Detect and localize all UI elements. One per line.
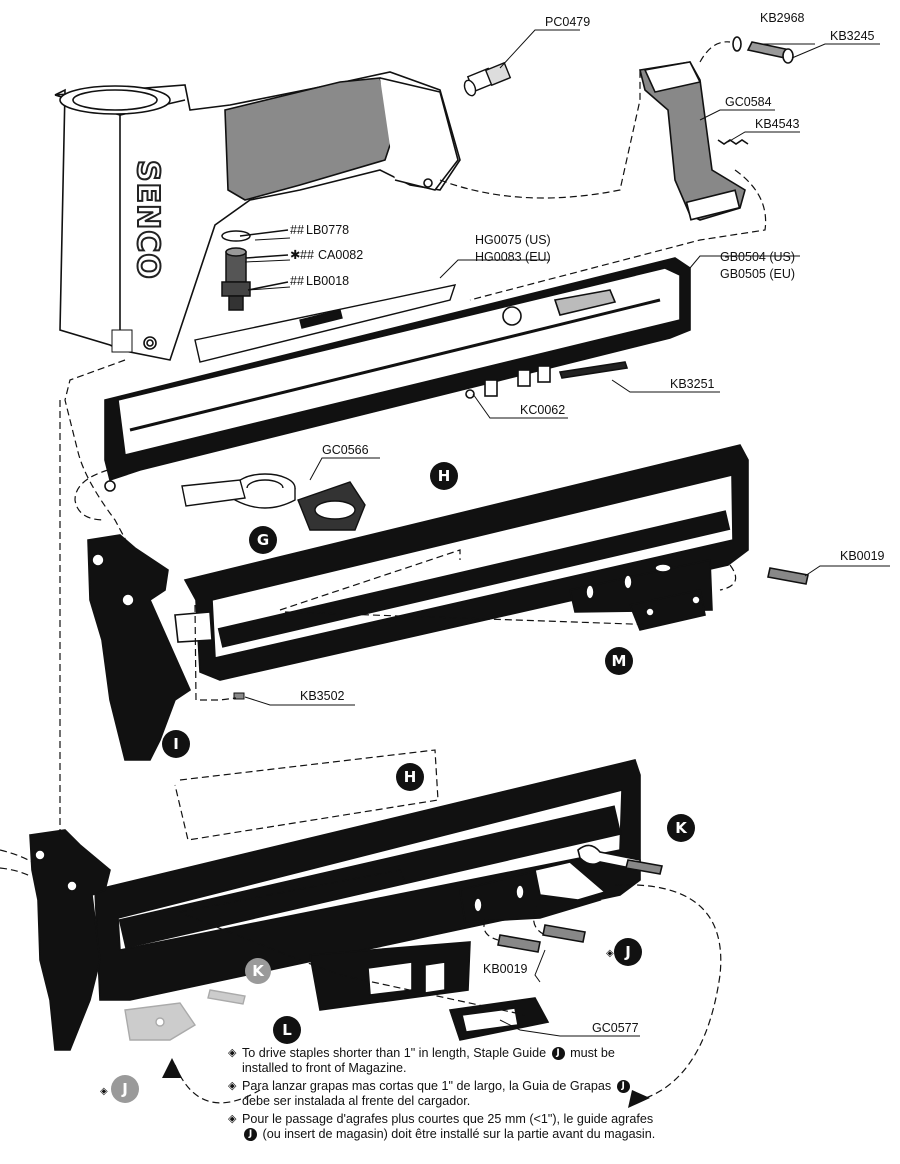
label-kb0019-bottom: KB0019	[483, 962, 528, 976]
note-text-after: debe ser instalada al frente del cargado…	[242, 1094, 471, 1108]
badge-l: L	[282, 1021, 292, 1039]
note-j-badge: J	[551, 1047, 565, 1061]
label-kb3251: KB3251	[670, 377, 715, 391]
nose-assembly-bottom	[29, 829, 111, 1051]
note-french: ◈ Pour le passage d'agrafes plus courtes…	[228, 1112, 658, 1142]
badge-k-alt: K	[252, 962, 265, 980]
magazine-top	[183, 444, 809, 681]
note-text-before: Para lanzar grapas mas cortas que 1" de …	[242, 1079, 612, 1093]
badge-k-circle	[667, 814, 695, 842]
grip	[224, 77, 396, 201]
badge-m: M	[612, 652, 627, 670]
note-spanish: ◈ Para lanzar grapas mas cortas que 1" d…	[228, 1079, 658, 1109]
label-gc0577: GC0577	[592, 1021, 639, 1035]
note-text-before: To drive staples shorter than 1" in leng…	[242, 1046, 547, 1060]
seal-parts	[221, 229, 289, 311]
label-lb0778: LB0778	[306, 223, 349, 237]
note-j-badge: J	[244, 1128, 257, 1142]
installation-notes: ◈ To drive staples shorter than 1" in le…	[228, 1046, 658, 1145]
gc0566-tape	[181, 473, 366, 531]
label-ca0082: CA0082	[318, 248, 363, 262]
note-j-badge: J	[616, 1080, 630, 1094]
label-gc0584: GC0584	[725, 95, 772, 109]
badge-i-circle	[162, 730, 190, 758]
badge-i: I	[173, 735, 179, 753]
note-text-after: must be installed to front of Magazine.	[242, 1046, 615, 1075]
label-kc0062: KC0062	[520, 403, 565, 417]
assembly-lines	[0, 41, 767, 1104]
marker-lb0018: ##	[290, 274, 304, 288]
badge-j: J	[624, 943, 631, 961]
stapler-head	[54, 71, 461, 361]
marker-ca0082: ✱	[290, 248, 301, 262]
note-text-after: (ou insert de magasin) doit être install…	[262, 1127, 656, 1141]
label-pc0479: PC0479	[545, 15, 590, 29]
label-hg0083: HG0083 (EU)	[475, 250, 551, 264]
badge-k: K	[675, 819, 688, 837]
diamond-j-marker: ◈	[606, 948, 614, 959]
note-english: ◈ To drive staples shorter than 1" in le…	[228, 1046, 658, 1076]
badge-h-bottom: H	[404, 768, 417, 786]
label-kb0019-top: KB0019	[840, 549, 885, 563]
badge-g: G	[257, 531, 269, 549]
label-gb0505: GB0505 (EU)	[720, 267, 795, 281]
badge-h-top: H	[438, 467, 451, 485]
badge-l-circle	[273, 1016, 301, 1044]
note-diamond-icon: ◈	[228, 1080, 237, 1092]
badge-h-top-circle	[430, 462, 458, 490]
badge-g-circle	[249, 526, 277, 554]
note-text-before: Pour le passage d'agrafes plus courtes q…	[242, 1112, 654, 1126]
label-gc0566: GC0566	[322, 443, 369, 457]
ghost-parts	[124, 989, 246, 1041]
label-kb2968: KB2968	[760, 11, 805, 25]
label-lb0018: LB0018	[306, 274, 349, 288]
label-kb3502: KB3502	[300, 689, 345, 703]
badge-j-circle	[614, 938, 642, 966]
staple-guide-l	[309, 941, 550, 1041]
diamond-j-alt-marker: ◈	[100, 1086, 108, 1097]
badge-k-alt-circle	[245, 958, 271, 984]
magazine-bottom	[94, 759, 663, 1001]
note-diamond-icon: ◈	[228, 1113, 237, 1125]
nose-block-i	[87, 534, 245, 761]
label-kb3245: KB3245	[830, 29, 875, 43]
badge-m-circle	[605, 647, 633, 675]
arrow-head-up	[162, 1058, 182, 1078]
label-hg0075: HG0075 (US)	[475, 233, 551, 247]
hg-insert-strip	[194, 284, 457, 363]
gb-guide-channel	[104, 257, 691, 492]
badge-h-bottom-circle	[396, 763, 424, 791]
label-kb4543: KB4543	[755, 117, 800, 131]
gc0584-bracket	[639, 36, 794, 221]
note-diamond-icon: ◈	[228, 1047, 237, 1059]
leader-lines	[244, 43, 890, 1037]
label-gb0504: GB0504 (US)	[720, 250, 795, 264]
marker-lb0778: ##	[290, 223, 304, 237]
pc0479-fitting	[463, 29, 580, 97]
arrow-head-right	[628, 1090, 650, 1108]
brand-logo: SENCO	[130, 160, 165, 280]
marker-ca0082-hash: ##	[300, 248, 314, 262]
badge-j-alt: J	[121, 1080, 128, 1098]
badge-j-alt-circle	[111, 1075, 139, 1103]
